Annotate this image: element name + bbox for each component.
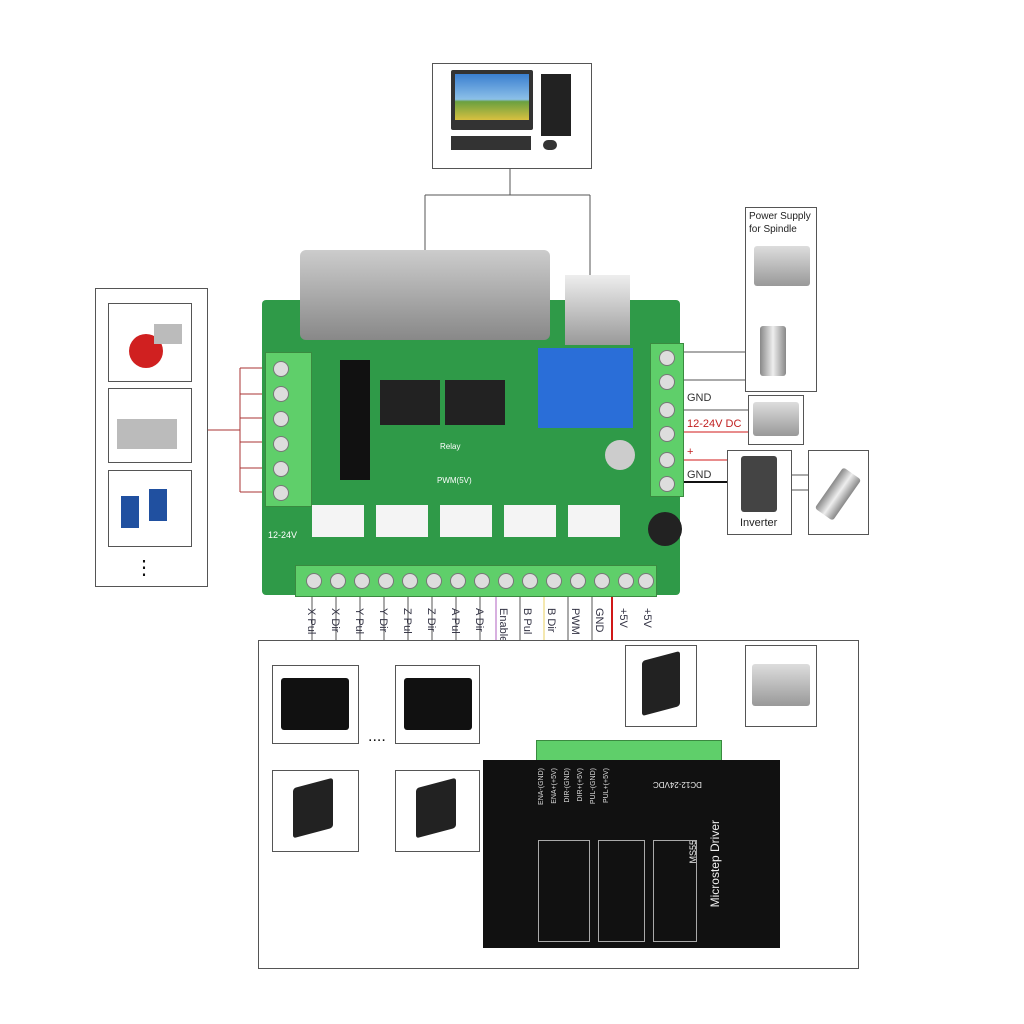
proximity-sensor-icon (108, 470, 192, 547)
bottom-terminal-block (295, 565, 657, 597)
capacitor (648, 512, 682, 546)
inverter-icon (741, 456, 777, 512)
pin-label-a-pul: A Pul (449, 608, 461, 634)
pin-label-z-pul: Z Pul (401, 608, 413, 634)
pin-label-z-dir: Z Dir (425, 608, 437, 632)
more-drivers-ellipsis: .... (368, 728, 386, 745)
driver-power-label: DC12-24VDC (653, 780, 702, 789)
usb-port[interactable] (565, 275, 630, 345)
pin-label-x-pul: X Pul (305, 608, 317, 635)
driver-title: Microstep Driver (708, 820, 722, 908)
power-supply-icon (754, 246, 810, 286)
pin-label-5v-2: +5V (641, 608, 653, 628)
driver-microstep-table (653, 840, 697, 942)
pin-label-b-pul: B Pul (521, 608, 533, 635)
pin-label-x-dir: X Dir (329, 608, 341, 633)
spindle-supply-title: Power Supply for Spindle (749, 211, 811, 235)
pin-label-y-pul: Y Pul (353, 608, 365, 635)
power-supply-icon (752, 664, 810, 706)
driver-settings-table (538, 840, 590, 942)
driver-pin-label: DIR+(+5V) (577, 768, 584, 802)
driver-current-table (598, 840, 645, 942)
computer-icon (451, 70, 533, 130)
driver-pin-label: PUL+(+5V) (603, 768, 610, 804)
stepper-driver-small (395, 665, 480, 744)
driver-terminal-block (536, 740, 722, 762)
inverter-label: Inverter (740, 517, 778, 529)
stepper-driver-small (272, 665, 359, 744)
stepper-motor (625, 645, 697, 727)
limit-switch-icon (108, 388, 192, 463)
header-connectors (312, 505, 632, 537)
chip (445, 380, 505, 425)
spindle-motor-box (808, 450, 869, 535)
relay-label: Relay (440, 442, 461, 451)
emergency-stop-icon (108, 303, 192, 382)
pin-label-b-dir: B Dir (545, 608, 557, 633)
driver-power-supply-box (745, 645, 817, 727)
pin-label-pwm: PWM (569, 608, 581, 635)
pin-label-gnd: GND (593, 608, 605, 633)
db25-parallel-port[interactable] (300, 250, 550, 340)
chip (380, 380, 440, 425)
spindle-motor-icon (760, 326, 786, 376)
spindle-motor-icon (814, 467, 862, 521)
left-terminal-block (265, 352, 312, 507)
stepper-motor (272, 770, 359, 852)
driver-pin-label: ENA+(+5V) (551, 768, 558, 804)
board-voltage-label: 12-24V (268, 530, 298, 540)
driver-pin-label: ENA-(GND) (538, 768, 545, 805)
stepper-motor (395, 770, 480, 852)
more-inputs-ellipsis: ⋮ (134, 557, 154, 579)
input-devices-box: ⋮ (95, 288, 208, 587)
capacitor (605, 440, 635, 470)
pin-label-5v: +5V (617, 608, 629, 628)
power-supply-icon (753, 402, 799, 436)
plus-label: + (687, 446, 694, 458)
right-terminal-block (650, 343, 684, 497)
dc-voltage-label: 12-24V DC (687, 418, 742, 430)
driver-pin-label: DIR-(GND) (564, 768, 571, 803)
pwm-label: PWM(5V) (437, 476, 472, 485)
spindle-power-supply-box: Power Supply for Spindle (745, 207, 817, 392)
gnd-label-2: GND (687, 469, 712, 481)
microstep-driver: Microstep Driver MS55 DC12-24VDC ENA-(GN… (483, 760, 780, 948)
pin-label-y-dir: Y Dir (377, 608, 389, 633)
pin-label-a-dir: A Dir (473, 608, 485, 632)
gnd-label: GND (687, 392, 712, 404)
computer-box (432, 63, 592, 169)
optocouplers (340, 360, 370, 480)
relay (538, 348, 633, 428)
inverter-box: Inverter (727, 450, 792, 535)
dc-power-supply-box (748, 395, 804, 445)
pin-label-enable: Enable (497, 608, 509, 643)
driver-pin-label: PUL-(GND) (590, 768, 597, 805)
